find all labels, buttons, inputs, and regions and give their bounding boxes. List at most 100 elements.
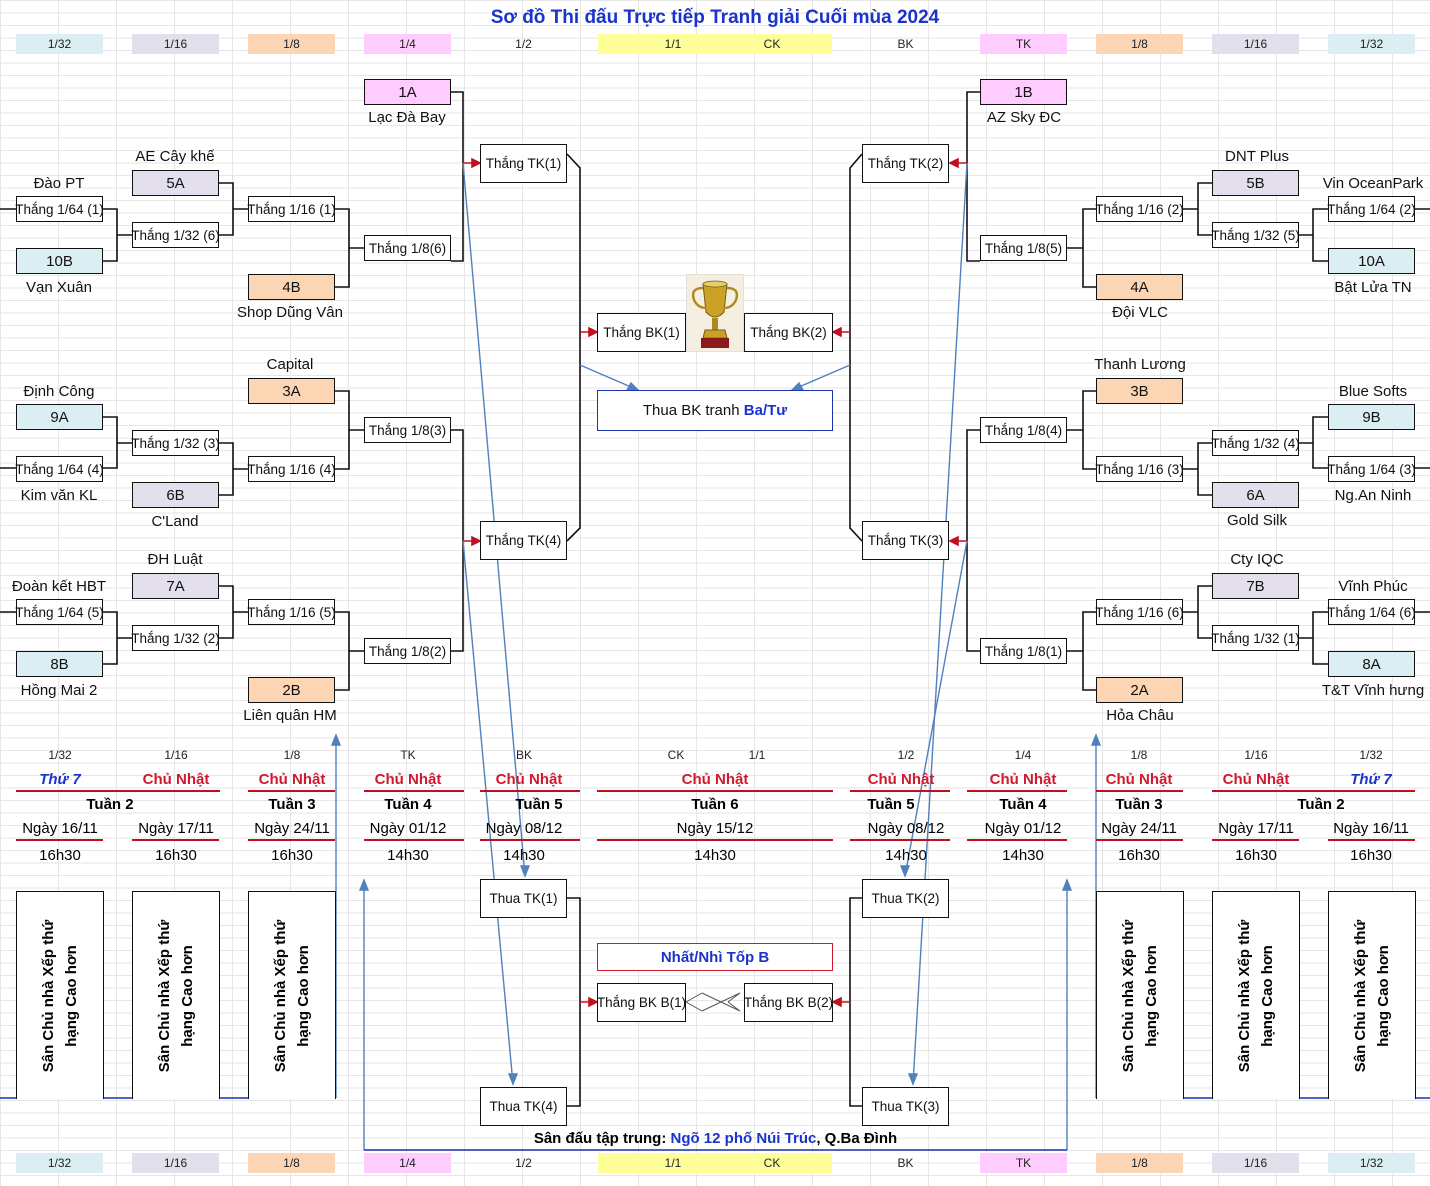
red-rule — [967, 839, 1067, 841]
match-w132-6: Thắng 1/32 (6) — [131, 222, 220, 248]
footer-1-32-right: 1/32 — [1328, 1153, 1415, 1173]
sched-date-7: Ngày 08/12 — [867, 820, 945, 837]
sched-round-1: 1/32 — [48, 748, 72, 762]
seed-9b: 9B — [1328, 404, 1415, 430]
red-rule — [597, 790, 833, 792]
footer-1-8: 1/8 — [248, 1153, 335, 1173]
match-w116-2: Thắng 1/16 (2) — [1095, 196, 1184, 222]
match-w164-4: Thắng 1/64 (4) — [15, 456, 104, 482]
trophy-icon — [686, 274, 744, 352]
sched-round-5: BK — [515, 748, 533, 762]
sched-date-2: Ngày 17/11 — [138, 820, 214, 837]
match-w18-4: Thắng 1/8(4) — [980, 417, 1067, 443]
red-rule — [967, 790, 1067, 792]
sched-day-5: Chủ Nhật — [495, 771, 563, 788]
seed-1b: 1B — [980, 79, 1067, 105]
sched-date-10: Ngày 17/11 — [1218, 820, 1294, 837]
third-place-label: Thua BK tranh — [642, 402, 744, 419]
sched-time-6: 14h30 — [694, 847, 736, 864]
seed-7a: 7A — [132, 573, 219, 599]
footer-1-16-right: 1/16 — [1212, 1153, 1299, 1173]
seed-1a: 1A — [364, 79, 451, 105]
venue-note-col: Sân Chủ nhà Xếp thứ hạng Cao hơn — [132, 891, 220, 1099]
match-wtk1: Thắng TK(1) — [480, 144, 567, 183]
header-1-32: 1/32 — [16, 34, 103, 54]
sched-date-4: Ngày 01/12 — [369, 820, 447, 837]
match-wtk3: Thắng TK(3) — [862, 521, 949, 560]
sched-day-1: Thứ 7 — [39, 771, 81, 788]
sched-day-11: Thứ 7 — [1350, 771, 1392, 788]
red-rule — [1212, 790, 1415, 792]
red-rule — [248, 790, 335, 792]
sched-week-1: Tuần 2 — [86, 796, 134, 813]
venue-footer: Sân đấu tập trung: Ngõ 12 phố Núi Trúc, … — [364, 1130, 1067, 1147]
seed-5b: 5B — [1212, 170, 1299, 196]
sched-day-6: Chủ Nhật — [681, 771, 749, 788]
red-rule — [16, 790, 220, 792]
match-w164-1: Thắng 1/64 (1) — [15, 196, 104, 222]
team-1b: AZ Sky ĐC — [986, 109, 1062, 126]
venue-note-col: Sân Chủ nhà Xếp thứ hạng Cao hơn — [1328, 891, 1416, 1099]
team-9b: Blue Softs — [1338, 383, 1408, 400]
team-7b: Cty IQC — [1230, 551, 1284, 568]
footer-1-16: 1/16 — [132, 1153, 219, 1173]
sched-time-2: 16h30 — [155, 847, 197, 864]
red-rule — [1096, 839, 1183, 841]
third-place-box: Thua BK tranh Ba/Tư — [597, 390, 833, 431]
sched-time-7: 14h30 — [885, 847, 927, 864]
venue-note-col: Sân Chủ nhà Xếp thứ hạng Cao hơn — [1212, 891, 1300, 1099]
sched-round-6b: 1/1 — [748, 748, 766, 762]
team-6b: C'Land — [151, 513, 199, 530]
venue-note-text: Sân Chủ nhà Xếp thứ hạng Cao hơn — [1236, 919, 1276, 1072]
sched-week-10: Tuần 2 — [1297, 796, 1345, 813]
sched-day-4: Chủ Nhật — [374, 771, 442, 788]
page-title: Sơ đồ Thi đấu Trực tiếp Tranh giải Cuối … — [490, 7, 940, 28]
seed-8b: 8B — [16, 651, 103, 677]
team-2b: Liên quân HM — [243, 707, 337, 724]
sched-round-2: 1/16 — [164, 748, 188, 762]
seed-6b: 6B — [132, 482, 219, 508]
sched-week-6: Tuần 6 — [691, 796, 739, 813]
sched-week-8: Tuần 4 — [999, 796, 1047, 813]
team-5a: AE Cây khế — [135, 148, 215, 165]
sched-time-3: 16h30 — [271, 847, 313, 864]
sched-time-9: 16h30 — [1118, 847, 1160, 864]
sched-week-4: Tuần 4 — [384, 796, 432, 813]
venue-note-text: Sân Chủ nhà Xếp thứ hạng Cao hơn — [272, 919, 312, 1072]
match-w164-2: Thắng 1/64 (2) — [1327, 196, 1416, 222]
sched-week-7: Tuần 5 — [867, 796, 915, 813]
sched-day-8: Chủ Nhật — [989, 771, 1057, 788]
seed-8a: 8A — [1328, 651, 1415, 677]
red-rule — [850, 839, 950, 841]
team-kim-van: Kim văn KL — [20, 487, 98, 504]
sched-time-4: 14h30 — [387, 847, 429, 864]
match-w116-1: Thắng 1/16 (1) — [247, 196, 336, 222]
seed-6a: 6A — [1212, 482, 1299, 508]
team-3b: Thanh Lương — [1094, 356, 1186, 373]
header-1-2: 1/2 — [515, 37, 532, 51]
team-doan-ket: Đoàn kết HBT — [11, 578, 107, 595]
match-wbkb1: Thắng BK B(1) — [597, 983, 686, 1022]
sched-day-9: Chủ Nhật — [1105, 771, 1173, 788]
footer-1-2: 1/2 — [515, 1156, 532, 1170]
sched-day-7: Chủ Nhật — [867, 771, 935, 788]
red-rule — [364, 790, 464, 792]
footer-1-8-right: 1/8 — [1096, 1153, 1183, 1173]
match-wbk1: Thắng BK(1) — [597, 313, 686, 352]
sched-round-8: 1/4 — [1014, 748, 1032, 762]
sched-date-3: Ngày 24/11 — [254, 820, 330, 837]
sched-round-11: 1/32 — [1359, 748, 1383, 762]
match-w132-2: Thắng 1/32 (2) — [131, 625, 220, 651]
match-ltk4: Thua TK(4) — [480, 1087, 567, 1126]
team-ng-an-ninh: Ng.An Ninh — [1334, 487, 1412, 504]
match-ltk3: Thua TK(3) — [862, 1087, 949, 1126]
sched-time-1: 16h30 — [39, 847, 81, 864]
seed-10b: 10B — [16, 248, 103, 274]
match-w18-1: Thắng 1/8(1) — [980, 638, 1067, 664]
header-1-32-right: 1/32 — [1328, 34, 1415, 54]
seed-4a: 4A — [1096, 274, 1183, 300]
header-tk: TK — [980, 34, 1067, 54]
seed-7b: 7B — [1212, 573, 1299, 599]
sched-round-6: CK — [667, 748, 685, 762]
